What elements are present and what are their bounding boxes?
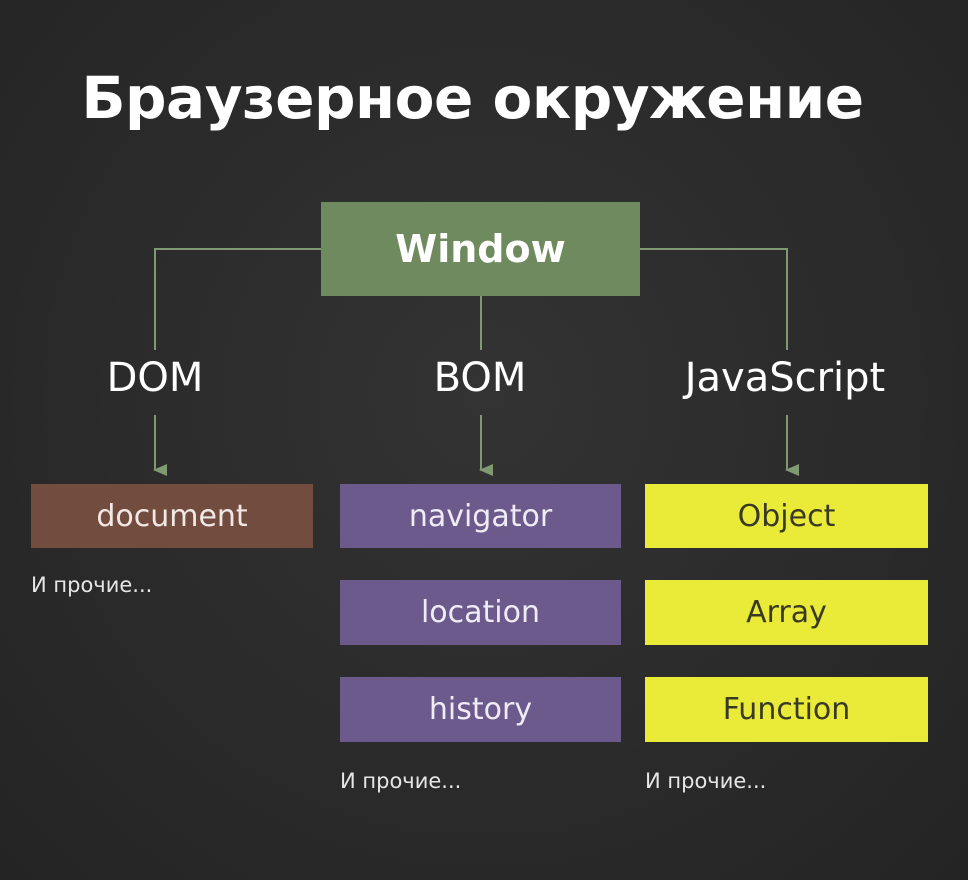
dom-more-text: И прочие... [31,573,153,597]
location-node: location [340,580,621,645]
window-node: Window [321,202,640,296]
connector-window-js [640,248,788,350]
document-node: document [31,484,313,548]
history-node: history [340,677,621,742]
dom-label: DOM [106,355,204,401]
page-title: Браузерное окружение [81,64,864,132]
object-node: Object [645,484,928,548]
bom-more-text: И прочие... [340,769,462,793]
bom-label: BOM [433,355,527,401]
js-more-text: И прочие... [645,769,767,793]
navigator-node: navigator [340,484,621,548]
javascript-label: JavaScript [684,355,886,401]
connector-window-dom [154,248,321,350]
function-node: Function [645,677,928,742]
array-node: Array [645,580,928,645]
